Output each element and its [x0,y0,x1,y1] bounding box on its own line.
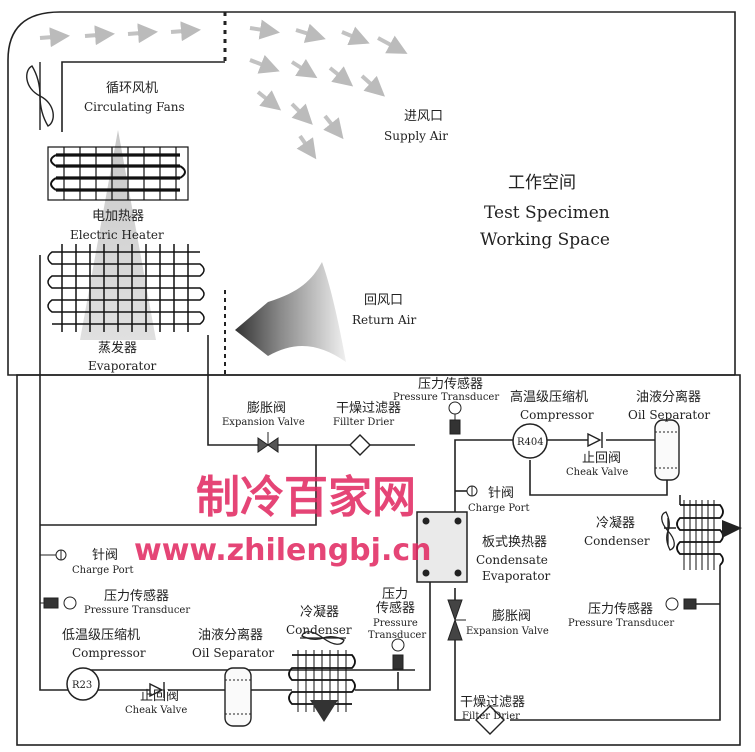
filter-drier-top-label-en: Fillter Drier [333,417,394,428]
lt-oil-separator-icon [224,667,252,727]
working-space-label-en2: Working Space [480,230,610,250]
circulating-fans-label-cn: 循环风机 [106,81,158,96]
pressure-transducer-right-label-en: Pressure Transducer [568,618,674,629]
r404-compressor-icon: R404 [512,423,548,459]
r23-label: R23 [72,680,92,691]
expansion-valve-top-icon [257,432,279,453]
r23-compressor-icon: R23 [66,667,100,701]
charge-port-right-label-cn: 针阀 [488,486,514,501]
pressure-transducer-left-icon [40,596,77,610]
expansion-valve-bottom-icon [447,599,466,641]
expansion-valve-bottom-label-en: Expansion Valve [466,626,549,637]
filter-drier-top-icon [349,434,371,456]
charge-port-left-label-cn: 针阀 [92,548,118,563]
lt-oil-separator-label-en: Oil Separator [192,646,274,660]
ht-condenser-icon [664,500,742,570]
check-valve-top-label-cn: 止回阀 [582,451,621,466]
charge-port-left-label-en: Charge Port [72,565,133,576]
r404-label: R404 [517,437,544,448]
plate-hx-label-en1: Condensate [476,553,548,567]
lt-condenser-label-en: Condenser [286,623,352,637]
ht-condenser-label-en: Condenser [584,534,650,548]
pressure-transducer-top-label-cn: 压力传感器 [418,376,483,392]
working-space-label-en1: Test Specimen [484,203,610,223]
ht-compressor-label-en: Compressor [520,408,594,422]
circulating-fans-label-en: Circulating Fans [84,100,185,114]
return-air-label-cn: 回风口 [364,293,403,308]
ht-oil-separator-icon [654,419,680,481]
return-air-arrow [235,262,346,362]
ht-oil-separator-label-cn: 油液分离器 [636,389,701,405]
pressure-transducer-mid-label-en2: Transducer [368,630,426,641]
pressure-transducer-top-label-en: Pressure Transducer [393,392,499,403]
watermark-cn: 制冷百家网 [196,472,416,523]
evaporator-label-cn: 蒸发器 [98,340,137,356]
charge-port-right-label-en: Charge Port [468,503,529,514]
lt-compressor-label-cn: 低温级压缩机 [62,627,140,643]
return-air-label-en: Return Air [352,313,416,327]
supply-air-flow-arrows [39,19,408,160]
check-valve-top-label-en: Cheak Valve [566,467,628,478]
pressure-transducer-right-label-cn: 压力传感器 [588,601,653,617]
lt-condenser-fan-icon [300,631,346,645]
ht-condenser-label-cn: 冷凝器 [596,515,635,531]
lt-condenser-icon [288,650,356,722]
pressure-transducer-mid-icon [391,638,405,670]
evaporator-label-en: Evaporator [88,359,157,373]
electric-heater-label-cn: 电加热器 [92,209,144,224]
supply-air-label-en: Supply Air [384,129,448,143]
plate-hx-label-en2: Evaporator [482,569,551,583]
plate-hx-label-cn: 板式换热器 [482,535,547,550]
expansion-valve-top-label-en: Expansion Valve [222,417,305,428]
lt-compressor-label-en: Compressor [72,646,146,660]
filter-drier-bottom-icon [475,705,505,735]
check-valve-bottom-label-cn: 止回阀 [140,689,179,704]
watermark-url: www.zhilengbj.cn [134,533,431,568]
machine-outline [16,374,741,746]
expansion-valve-bottom-label-cn: 膨胀阀 [492,609,531,624]
pressure-transducer-mid-label-cn2: 传感器 [376,600,415,616]
air-duct-wall [61,61,225,132]
lt-oil-separator-label-cn: 油液分离器 [198,627,263,643]
pressure-transducer-left-label-cn: 压力传感器 [104,588,169,604]
charge-port-left-icon [40,549,67,561]
filter-drier-bottom-label-en: Filter Drier [462,711,520,722]
check-valve-bottom-icon [149,682,165,698]
pressure-transducer-mid-label-en1: Pressure [373,618,418,629]
electric-heater-icon [47,146,189,201]
ht-condenser-fan-icon [661,511,675,551]
supply-air-label-cn: 进风口 [404,109,443,124]
pressure-transducer-left-label-en: Pressure Transducer [84,605,190,616]
check-valve-top-icon [587,432,603,448]
expansion-valve-top-label-cn: 膨胀阀 [247,401,286,416]
plate-heat-exchanger-icon [416,511,468,583]
ht-compressor-label-cn: 高温级压缩机 [510,389,588,405]
high-temp-loop-pipes [454,439,721,721]
circulating-fan-icon [26,62,54,130]
ht-oil-separator-label-en: Oil Separator [628,408,710,422]
electric-heater-label-en: Electric Heater [70,228,164,242]
pressure-transducer-right-icon [665,597,697,611]
pressure-transducer-mid-label-cn1: 压力 [382,587,408,602]
filter-drier-top-label-cn: 干燥过滤器 [336,401,401,416]
check-valve-bottom-label-en: Cheak Valve [125,705,187,716]
filter-drier-bottom-label-cn: 干燥过滤器 [460,695,525,710]
working-space-label-cn: 工作空间 [508,173,576,193]
pressure-transducer-top-icon [448,401,462,435]
charge-port-right-icon [466,485,478,497]
evaporator-coil-icon [47,244,205,332]
lt-condenser-label-cn: 冷凝器 [300,604,339,620]
